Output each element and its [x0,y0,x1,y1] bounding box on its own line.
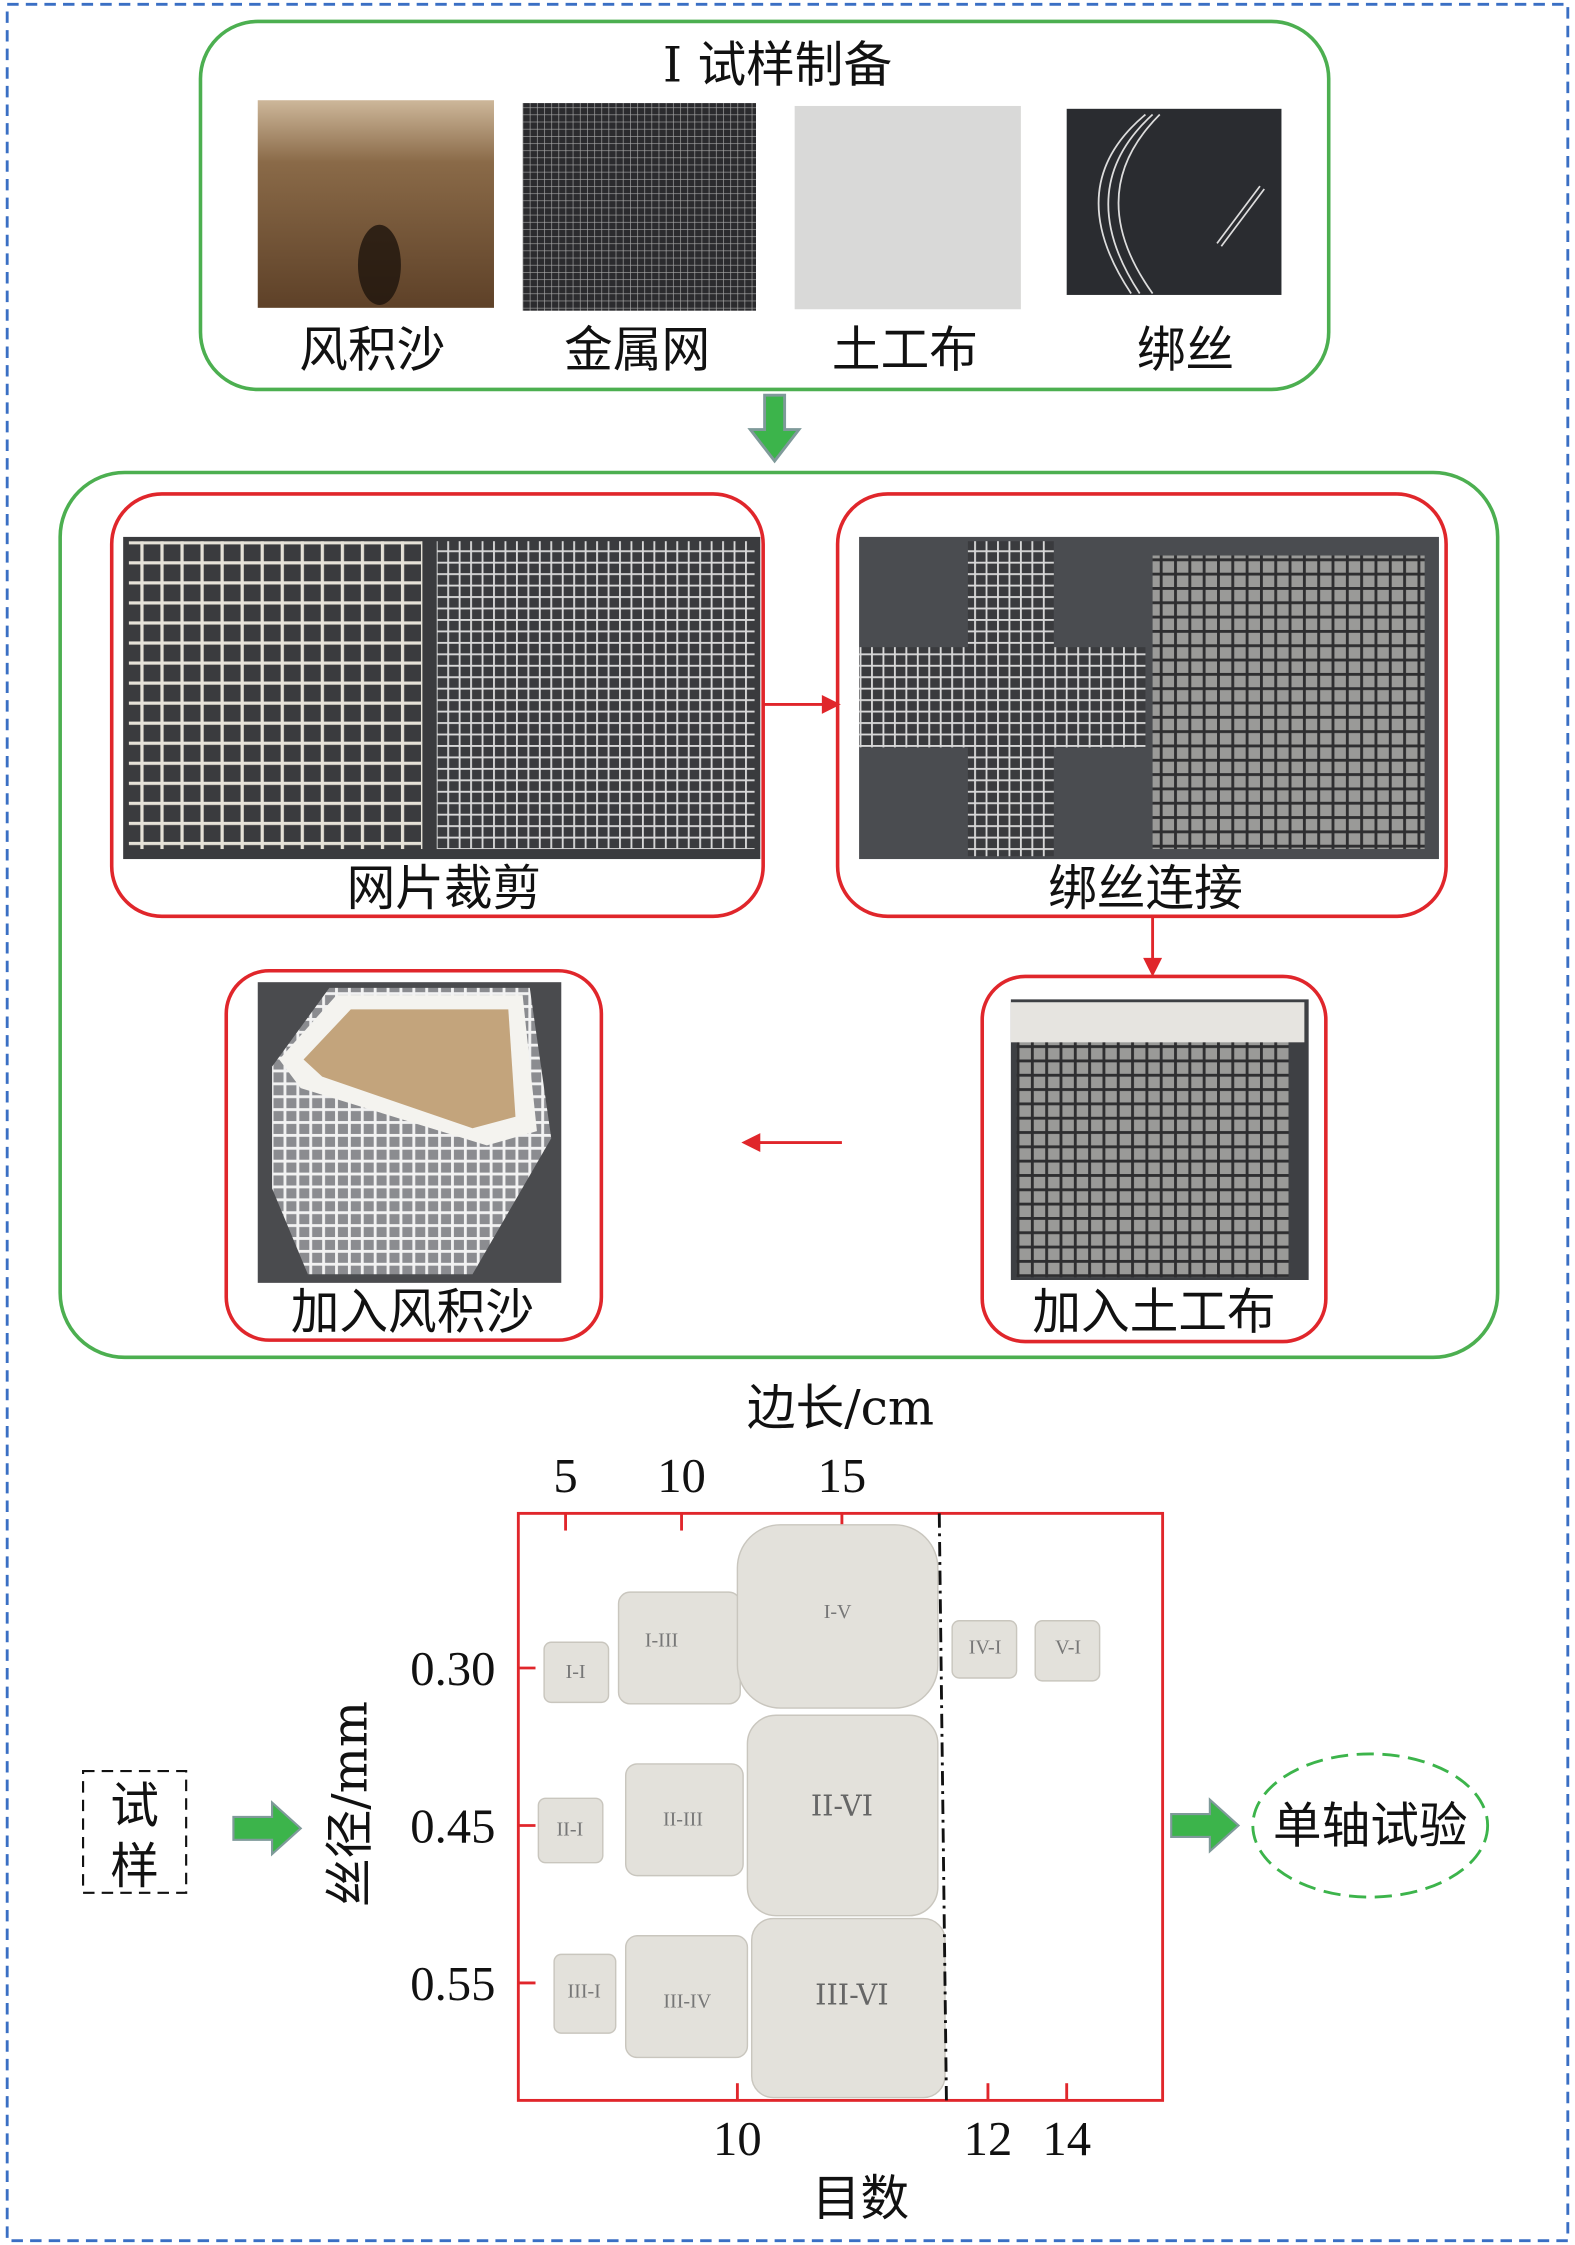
binding-wire-photo [1066,108,1282,295]
left-tick-label: 0.55 [410,1957,495,2011]
right-arrow-icon [232,1800,303,1857]
bottom-axis-title: 目数 [812,2171,909,2227]
step-label: 绑丝连接 [1048,861,1243,917]
cut-mesh-photo [436,541,755,850]
bottom-tick-label: 12 [964,2112,1013,2166]
sand-photo-shadow [357,224,401,305]
material-label: 绑丝 [1137,323,1234,379]
top-axis-title: 边长/cm [747,1381,934,1437]
material-label: 土工布 [832,323,978,379]
bottom-tick-label: 10 [713,2112,762,2166]
sample-block [746,1714,939,1917]
top-tick-label: 5 [553,1449,577,1503]
cross-mesh-horizontal [859,647,1146,748]
sample-label: IV-I [969,1637,1002,1659]
sample-label: II-III [663,1808,703,1830]
sample-block [624,1763,744,1877]
mesh-cube-photo [1152,555,1425,850]
sample-blocks [537,1524,1101,2099]
step-label: 网片裁剪 [347,861,542,917]
sample-block [617,1591,741,1705]
sample-label: III-VI [815,1977,888,2011]
sample-block [624,1935,749,2059]
sample-box-line2: 样 [110,1839,159,1895]
geotextile-photo [794,105,1021,310]
axis-ticks [518,1513,1069,2101]
sample-block [951,1620,1018,1679]
right-arrow-icon [1170,1797,1241,1854]
arrow-right-icon [821,694,841,714]
stage2-panel: 网片裁剪 绑丝连接 加入土工布 加入风积沙 [58,470,1500,1360]
stage1-title: I 试样制备 [663,38,892,94]
down-arrow-icon [747,393,802,464]
sample-label: I-III [645,1630,678,1652]
left-tick-label: 0.30 [410,1642,495,1696]
step-label: 加入土工布 [1032,1285,1275,1341]
uniaxial-test-ellipse [1251,1752,1490,1899]
sample-label: II-VI [811,1788,873,1822]
sample-label: III-IV [663,1990,711,2012]
material-label: 风积沙 [299,323,445,379]
arrow-left-icon [741,1133,761,1153]
arrow-down-icon [1143,957,1163,977]
geotextile-cube-photo [1016,1019,1289,1278]
metal-mesh-photo [522,103,757,311]
sample-label: I-I [566,1661,586,1683]
flow-arrows [741,694,1163,1153]
sample-label: II-I [557,1819,584,1841]
wire-short [1216,185,1265,247]
left-axis-title: 丝径/mm [323,1701,379,1907]
sample-label: V-I [1055,1637,1081,1659]
bottom-tick-label: 14 [1042,2112,1091,2166]
sample-block [553,1953,617,2034]
sample-matrix: 边长/cm 5 10 15 I-I I-III I-V IV-I V-I [323,1381,1165,2227]
sample-block [1034,1620,1101,1682]
top-tick-label: 10 [657,1449,706,1503]
sand-surface [303,1009,516,1129]
sample-box-line1: 试 [110,1779,159,1835]
sample-label: III-I [568,1980,601,2002]
sample-label: I-V [824,1601,852,1623]
sample-block [537,1797,604,1864]
top-tick-label: 15 [818,1449,867,1503]
step-box-sand [224,968,604,1342]
dash-dot-divider [937,1513,948,2101]
sample-block [543,1641,610,1704]
wire-strands [1097,113,1161,295]
uniaxial-test-label: 单轴试验 [1273,1799,1468,1855]
material-label: 金属网 [564,323,710,379]
step-box-geotextile [980,974,1328,1344]
sample-block [736,1524,939,1709]
coarse-mesh-photo [128,541,423,850]
step-label: 加入风积沙 [291,1285,534,1341]
stage1-panel: I 试样制备 风积沙 金属网 土工布 绑丝 [198,19,1331,392]
left-tick-label: 0.45 [410,1800,495,1854]
